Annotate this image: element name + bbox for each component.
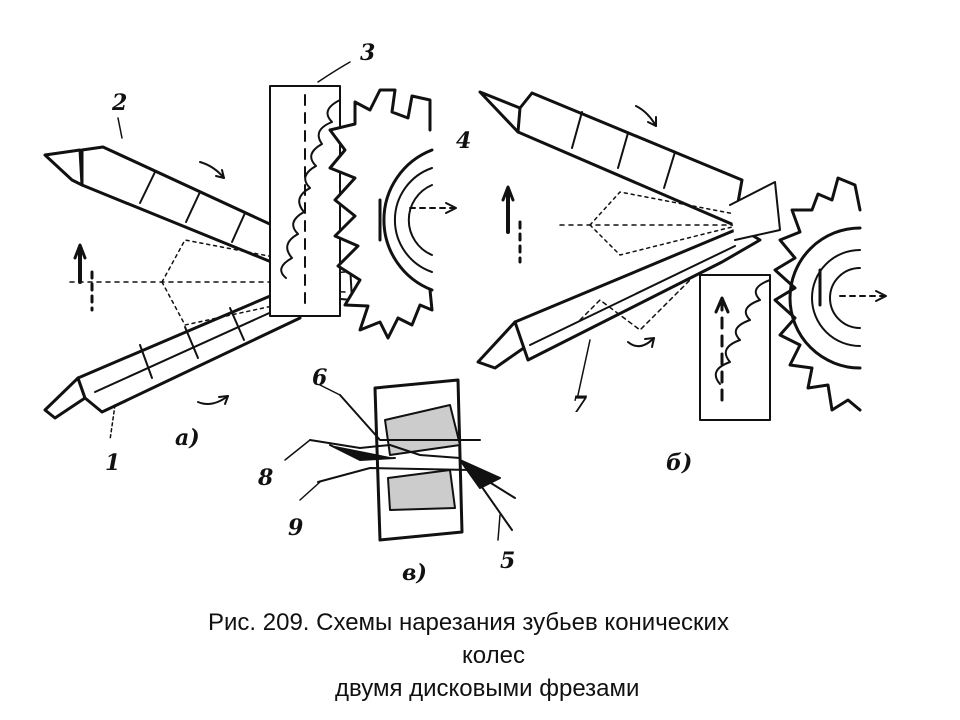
scheme-a (43, 61, 457, 441)
upper-disc-cutter-b (478, 90, 744, 227)
caption-line-3: двумя дисковыми фрезами (335, 675, 640, 702)
caption-line-1: Рис. 209. Схемы нарезания зубьев коничес… (208, 609, 729, 636)
label-8: 8 (257, 465, 273, 491)
figure-caption: Рис. 209. Схемы нарезания зубьев коничес… (0, 606, 960, 705)
scheme-c (284, 378, 516, 542)
sub-label-a: а) (175, 425, 200, 451)
scheme-b (476, 90, 887, 421)
label-6: 6 (312, 365, 327, 391)
label-2: 2 (111, 90, 127, 116)
sub-label-b: б) (666, 450, 692, 476)
label-9: 9 (288, 515, 303, 541)
rack-3 (269, 85, 341, 317)
label-4: 4 (456, 128, 471, 154)
lower-disc-cutter-b (476, 226, 762, 370)
gear-4 (328, 88, 457, 340)
label-5: 5 (500, 548, 515, 574)
gear-b (773, 176, 887, 412)
label-7: 7 (572, 392, 588, 418)
label-3: 3 (360, 40, 375, 66)
sub-label-c: в) (402, 560, 427, 586)
label-1: 1 (105, 450, 120, 476)
bevel-gear-cutting-diagram: 3 2 4 1 а) 6 8 9 в) 5 7 б) (43, 40, 887, 586)
caption-line-2: колес (462, 642, 525, 669)
lower-disc-cutter (43, 283, 302, 420)
rack-7 (699, 274, 771, 421)
